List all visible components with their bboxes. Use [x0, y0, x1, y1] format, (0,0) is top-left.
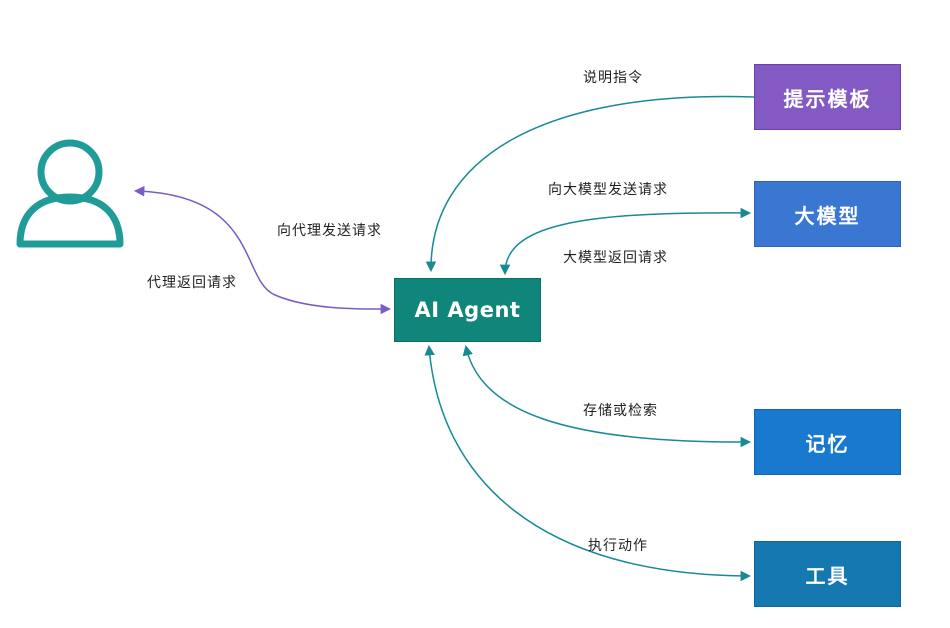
node-memory: 记忆: [754, 409, 901, 475]
edge-agent-memory: [462, 344, 752, 448]
node-memory-label: 记忆: [805, 431, 850, 456]
node-llm-label: 大模型: [794, 203, 861, 228]
edge-user-agent: [133, 186, 392, 315]
node-ai-agent-label: AI Agent: [414, 298, 521, 322]
edge-label-agent-return: 代理返回请求: [147, 275, 237, 291]
node-tools: 工具: [754, 541, 901, 607]
node-llm: 大模型: [754, 181, 901, 247]
node-prompt-template: 提示模板: [754, 64, 901, 130]
node-ai-agent: AI Agent: [394, 278, 541, 342]
edge-label-store-or-retrieve: 存储或检索: [583, 403, 658, 419]
node-tools-label: 工具: [805, 563, 850, 588]
edge-label-explain-instruction: 说明指令: [583, 70, 643, 86]
edge-label-execute-action: 执行动作: [588, 538, 648, 554]
user-icon: [16, 139, 124, 248]
edge-label-llm-return: 大模型返回请求: [563, 250, 668, 266]
edge-agent-tools: [424, 344, 752, 582]
edge-agent-llm: [499, 207, 752, 276]
edge-label-send-to-agent: 向代理发送请求: [277, 223, 382, 239]
node-prompt-template-label: 提示模板: [783, 86, 872, 111]
edge-explain-instruction: [425, 95, 755, 273]
edge-label-send-to-llm: 向大模型发送请求: [548, 182, 668, 198]
